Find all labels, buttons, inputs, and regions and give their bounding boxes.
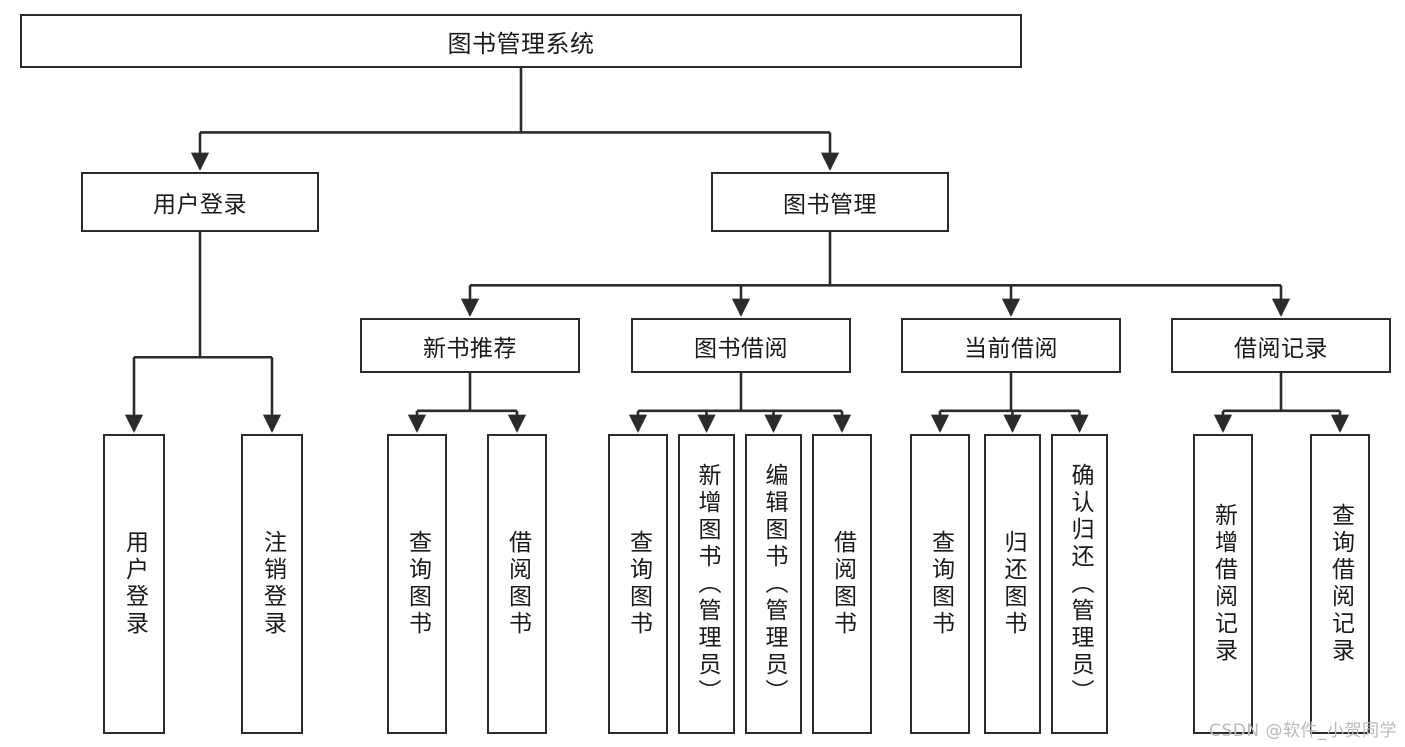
node-leaf-user-login-label: 用户登录 [121, 530, 148, 638]
node-new-book-recommend[interactable]: 新书推荐 [360, 318, 580, 373]
node-user-login[interactable]: 用户登录 [81, 172, 319, 232]
node-borrow-record[interactable]: 借阅记录 [1171, 318, 1391, 373]
node-current-borrow[interactable]: 当前借阅 [901, 318, 1121, 373]
node-book-manage-label: 图书管理 [783, 192, 877, 218]
node-leaf-add-book-label: 新增图书（管理员） [694, 462, 720, 706]
node-user-login-label: 用户登录 [153, 192, 247, 218]
node-leaf-add-record[interactable]: 新增借阅记录 [1193, 434, 1253, 734]
node-leaf-user-login[interactable]: 用户登录 [103, 434, 165, 734]
node-root[interactable]: 图书管理系统 [20, 14, 1022, 68]
node-leaf-borrow-book-1-label: 借阅图书 [504, 530, 531, 638]
node-leaf-query-book-3[interactable]: 查询图书 [910, 434, 970, 734]
node-leaf-query-book-2[interactable]: 查询图书 [608, 434, 668, 734]
node-book-borrow[interactable]: 图书借阅 [631, 318, 851, 373]
node-leaf-return-book-label: 归还图书 [1000, 530, 1026, 638]
node-leaf-borrow-book-2-label: 借阅图书 [829, 530, 856, 638]
node-leaf-edit-book[interactable]: 编辑图书（管理员） [745, 434, 802, 734]
node-leaf-query-record-label: 查询借阅记录 [1327, 503, 1354, 665]
node-leaf-query-book-2-label: 查询图书 [625, 530, 652, 638]
node-leaf-borrow-book-2[interactable]: 借阅图书 [812, 434, 872, 734]
node-leaf-logout-label: 注销登录 [259, 530, 286, 638]
node-root-label: 图书管理系统 [447, 29, 595, 58]
node-leaf-query-book-3-label: 查询图书 [927, 530, 954, 638]
node-leaf-query-book-1[interactable]: 查询图书 [387, 434, 447, 734]
node-leaf-confirm-return-label: 确认归还（管理员） [1067, 462, 1093, 706]
node-current-borrow-label: 当前借阅 [964, 335, 1058, 362]
node-book-manage[interactable]: 图书管理 [711, 172, 949, 232]
watermark-label: CSDN @软件_小贺同学 [1209, 721, 1397, 741]
node-leaf-logout[interactable]: 注销登录 [241, 434, 303, 734]
node-leaf-add-book[interactable]: 新增图书（管理员） [678, 434, 735, 734]
node-leaf-edit-book-label: 编辑图书（管理员） [761, 462, 787, 706]
node-new-book-recommend-label: 新书推荐 [423, 335, 517, 362]
node-leaf-confirm-return[interactable]: 确认归还（管理员） [1051, 434, 1108, 734]
node-leaf-borrow-book-1[interactable]: 借阅图书 [487, 434, 547, 734]
node-leaf-return-book[interactable]: 归还图书 [984, 434, 1041, 734]
node-leaf-query-book-1-label: 查询图书 [404, 530, 431, 638]
node-borrow-record-label: 借阅记录 [1234, 335, 1328, 362]
node-leaf-add-record-label: 新增借阅记录 [1210, 503, 1237, 665]
node-book-borrow-label: 图书借阅 [694, 335, 788, 362]
node-leaf-query-record[interactable]: 查询借阅记录 [1310, 434, 1370, 734]
